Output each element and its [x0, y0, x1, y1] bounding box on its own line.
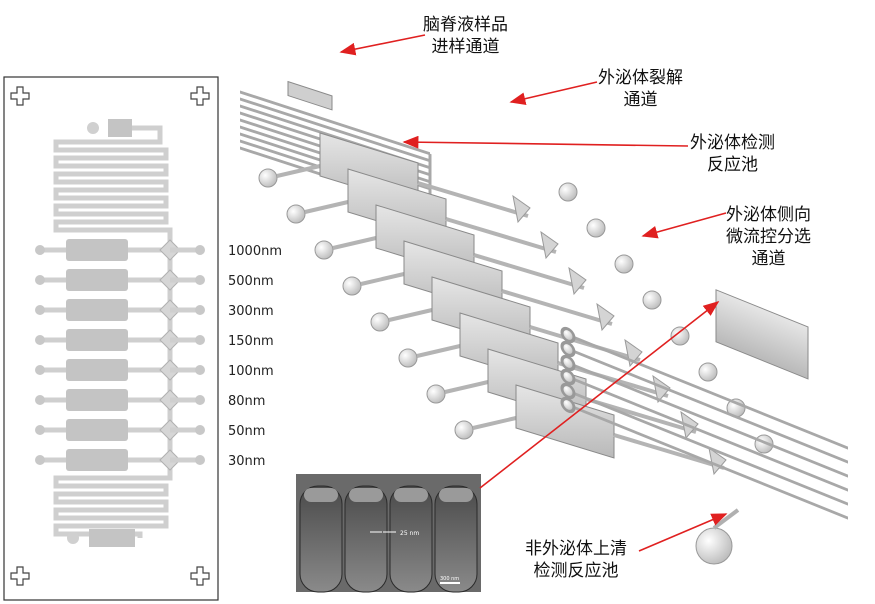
row-reaction-pool — [66, 419, 128, 441]
chip-3d-render — [240, 80, 848, 565]
arrow-lysis — [509, 81, 598, 105]
pore-size-label: 1000nm — [228, 244, 282, 259]
arrow-csf-inlet — [339, 34, 426, 56]
sem-inset: 25 nm 300 nm — [296, 474, 481, 593]
pore-size-label: 150nm — [228, 334, 274, 349]
label-lateral-sorting: 外泌体侧向 微流控分选 通道 — [726, 205, 811, 269]
arrow-sorting-2 — [479, 301, 720, 489]
serpentine-channel-top — [53, 125, 173, 246]
cross-mark-bl — [10, 566, 30, 586]
row-reaction-pool — [66, 329, 128, 351]
pore-size-label: 500nm — [228, 274, 274, 289]
row-reaction-pool — [66, 299, 128, 321]
cross-mark-tl — [10, 86, 30, 106]
cross-mark-br — [190, 566, 210, 586]
chip-row — [35, 359, 205, 381]
outlet-bubble — [695, 527, 733, 565]
arrow-detection-pool — [402, 135, 689, 149]
serpentine-channel-bottom — [53, 468, 173, 538]
chip-2d-layout — [3, 76, 219, 601]
supernatant-pool — [715, 289, 809, 380]
chip-row — [35, 419, 205, 441]
pore-size-label: 50nm — [228, 424, 265, 439]
chip-row — [35, 389, 205, 411]
pore-size-labels: 1000nm 500nm 300nm 150nm 100nm 80nm 50nm 30nm — [228, 244, 282, 469]
chip-row — [35, 269, 205, 291]
row-reaction-pool — [66, 449, 128, 471]
cross-mark-tr — [190, 86, 210, 106]
row-reaction-pool — [66, 269, 128, 291]
pore-size-label: 30nm — [228, 454, 265, 469]
sem-measure-label: 25 nm — [400, 530, 419, 537]
chip-row — [35, 449, 205, 471]
pore-size-label: 300nm — [228, 304, 274, 319]
arrow-sorting-1 — [641, 212, 727, 239]
exosome-detection-pools — [258, 132, 774, 476]
row-reaction-pool — [66, 389, 128, 411]
row-reaction-pool — [66, 239, 128, 261]
chip-row — [35, 239, 205, 261]
arrow-supernatant — [638, 513, 728, 552]
chip-row — [35, 299, 205, 321]
inlet-port — [108, 119, 132, 137]
row-reaction-pool — [66, 359, 128, 381]
callout-arrows — [339, 34, 728, 552]
alignment-marks — [10, 86, 210, 586]
pore-size-label: 80nm — [228, 394, 265, 409]
label-non-exo-detection: 非外泌体上清 检测反应池 — [525, 539, 627, 581]
label-csf-inlet: 脑脊液样品 进样通道 — [423, 15, 508, 57]
outlet-port — [89, 529, 135, 547]
chip-row — [35, 329, 205, 351]
pore-size-label: 100nm — [228, 364, 274, 379]
label-lysis-channel: 外泌体裂解 通道 — [598, 68, 683, 110]
detection-pool-unit — [398, 312, 718, 404]
label-exo-detection-pool: 外泌体检测 反应池 — [690, 133, 775, 175]
chip-rows — [35, 239, 205, 471]
sem-scale-bar-label: 300 nm — [440, 576, 459, 582]
